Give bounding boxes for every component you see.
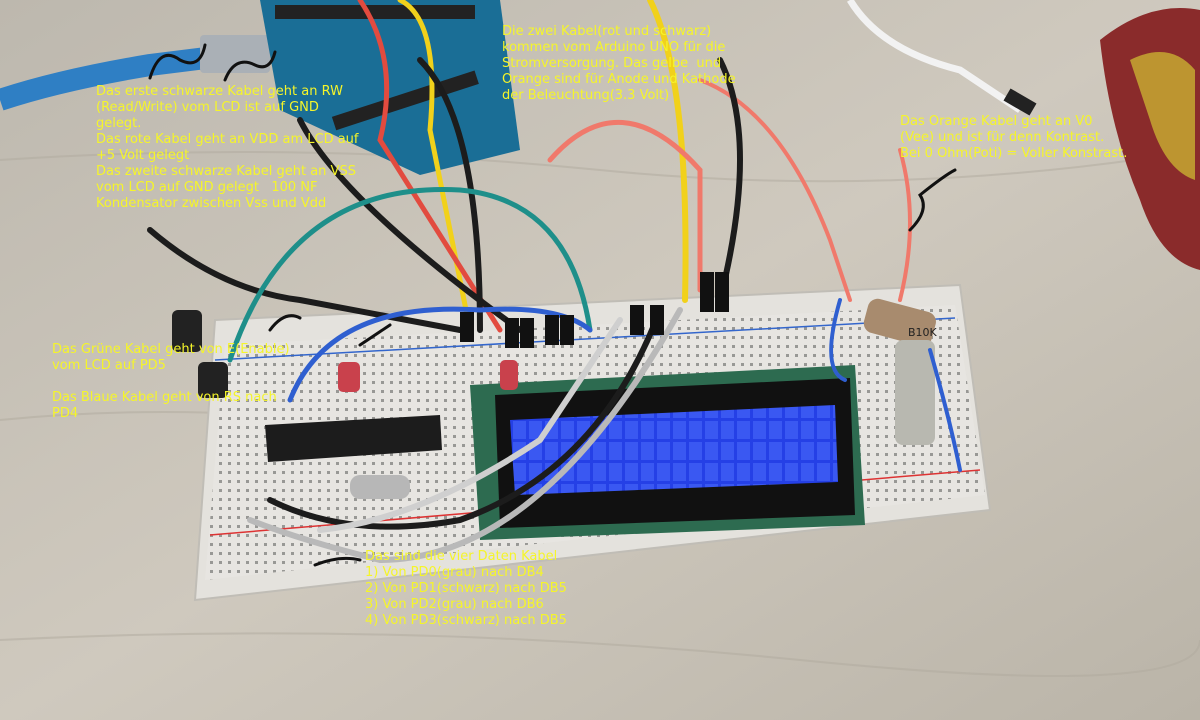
annotation-supply-wires: Die zwei Kabel(rot und schwarz) kommen v… bbox=[502, 24, 736, 103]
lcd-display bbox=[510, 405, 838, 495]
usb-cable bbox=[0, 44, 232, 111]
white-wire bbox=[846, 0, 1022, 113]
annotation-data-lines: Das sind die vier Daten Kabel 1) Von PD0… bbox=[365, 549, 567, 628]
microcontroller-chip bbox=[265, 415, 442, 462]
annotation-contrast: Das Orange Kabel geht an V0 (Vee) und is… bbox=[900, 114, 1128, 161]
electrolytic-capacitor bbox=[172, 310, 202, 352]
jumper-wires bbox=[147, 0, 962, 564]
annotation-rw-power: Das erste schwarze Kabel geht an RW (Rea… bbox=[96, 84, 359, 211]
svg-text:B10K: B10K bbox=[908, 326, 938, 339]
crystal bbox=[350, 475, 410, 499]
ceramic-capacitors bbox=[338, 362, 360, 392]
hand-drawn-arrows bbox=[148, 43, 957, 567]
annotation-enable-rs: Das Grüne Kabel geht von E(Enable) vom L… bbox=[52, 342, 290, 421]
potentiometer: B10K bbox=[863, 298, 938, 445]
arduino-uno bbox=[260, 0, 520, 175]
pin-headers bbox=[460, 272, 729, 348]
